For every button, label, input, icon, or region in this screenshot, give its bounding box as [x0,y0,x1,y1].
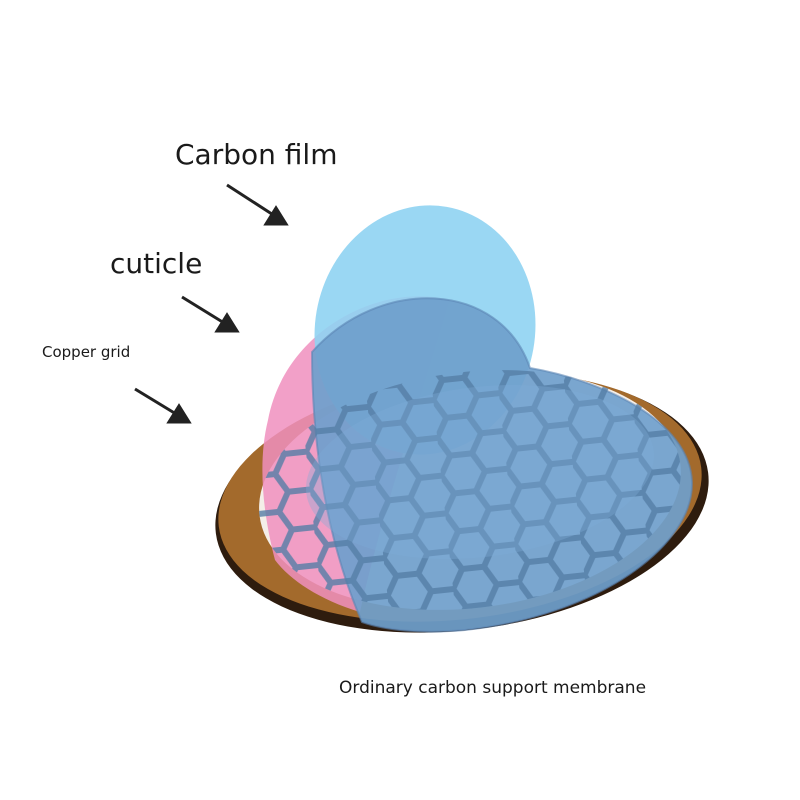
arrow-cuticle [181,295,240,333]
carbon-film-label: Carbon film [175,138,338,171]
copper-grid-label: Copper grid [42,343,131,361]
cuticle-label: cuticle [110,247,203,280]
diagram-caption: Ordinary carbon support membrane [339,678,647,698]
arrow-carbon-film [226,183,289,226]
arrow-copper-grid [134,387,192,424]
